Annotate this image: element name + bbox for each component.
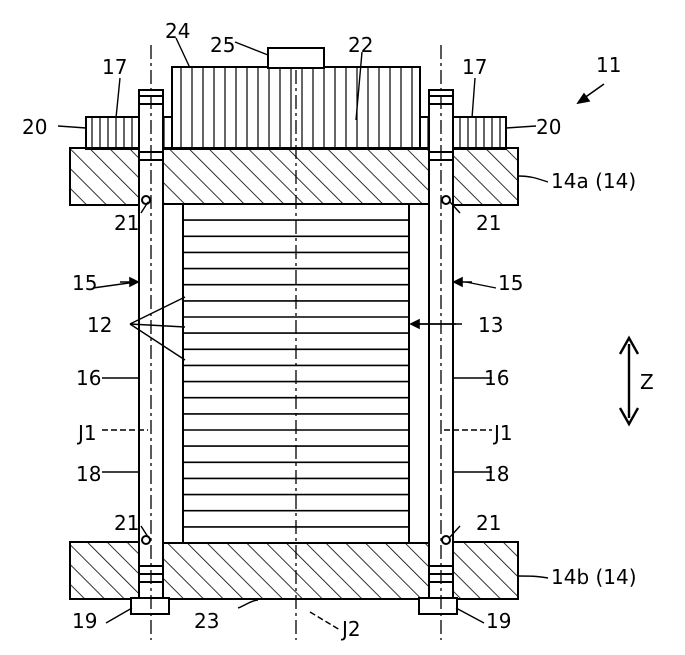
bore-bottom-right [442,536,450,544]
label-plate-top: 14a (14) [551,169,636,193]
label-flange-outer-left: 20 [22,115,47,139]
stack-right-end [409,204,431,543]
foot-right [419,598,457,614]
label-bottom-center: 23 [194,609,219,633]
label-bore-tr: 21 [476,211,501,235]
top-nut [268,48,324,68]
label-bore-bl: 21 [114,511,139,535]
label-spacer-right: 18 [484,462,509,486]
label-foot-right: 19 [486,609,511,633]
label-plate-bottom: 14b (14) [551,565,637,589]
label-direction: Z [640,370,654,394]
stack-left-end [161,204,183,543]
bore-bottom-left [142,536,150,544]
foot-left [131,598,169,614]
label-axis-right: J1 [492,421,513,445]
label-flange-right: 17 [462,55,487,79]
label-top-gear: 24 [165,19,190,43]
label-flange-left: 17 [102,55,127,79]
label-bore-br: 21 [476,511,501,535]
label-spacer-left: 18 [76,462,101,486]
label-rod-left: 15 [72,271,97,295]
label-nut: 25 [210,33,235,57]
label-tie-right: 16 [484,366,509,390]
label-center-axis: J2 [340,617,361,641]
label-fig-ref: 11 [596,53,621,77]
label-stack: 13 [478,313,503,337]
label-axis-left: J1 [76,421,97,445]
bore-top-left [142,196,150,204]
label-tie-left: 16 [76,366,101,390]
label-flange-outer-right: 20 [536,115,561,139]
bore-top-right [442,196,450,204]
label-bore-tl: 21 [114,211,139,235]
label-cells: 12 [87,313,112,337]
label-rod-right: 15 [498,271,523,295]
z-direction-arrow [620,338,638,424]
label-foot-left: 19 [72,609,97,633]
label-shaft-line: 22 [348,33,373,57]
